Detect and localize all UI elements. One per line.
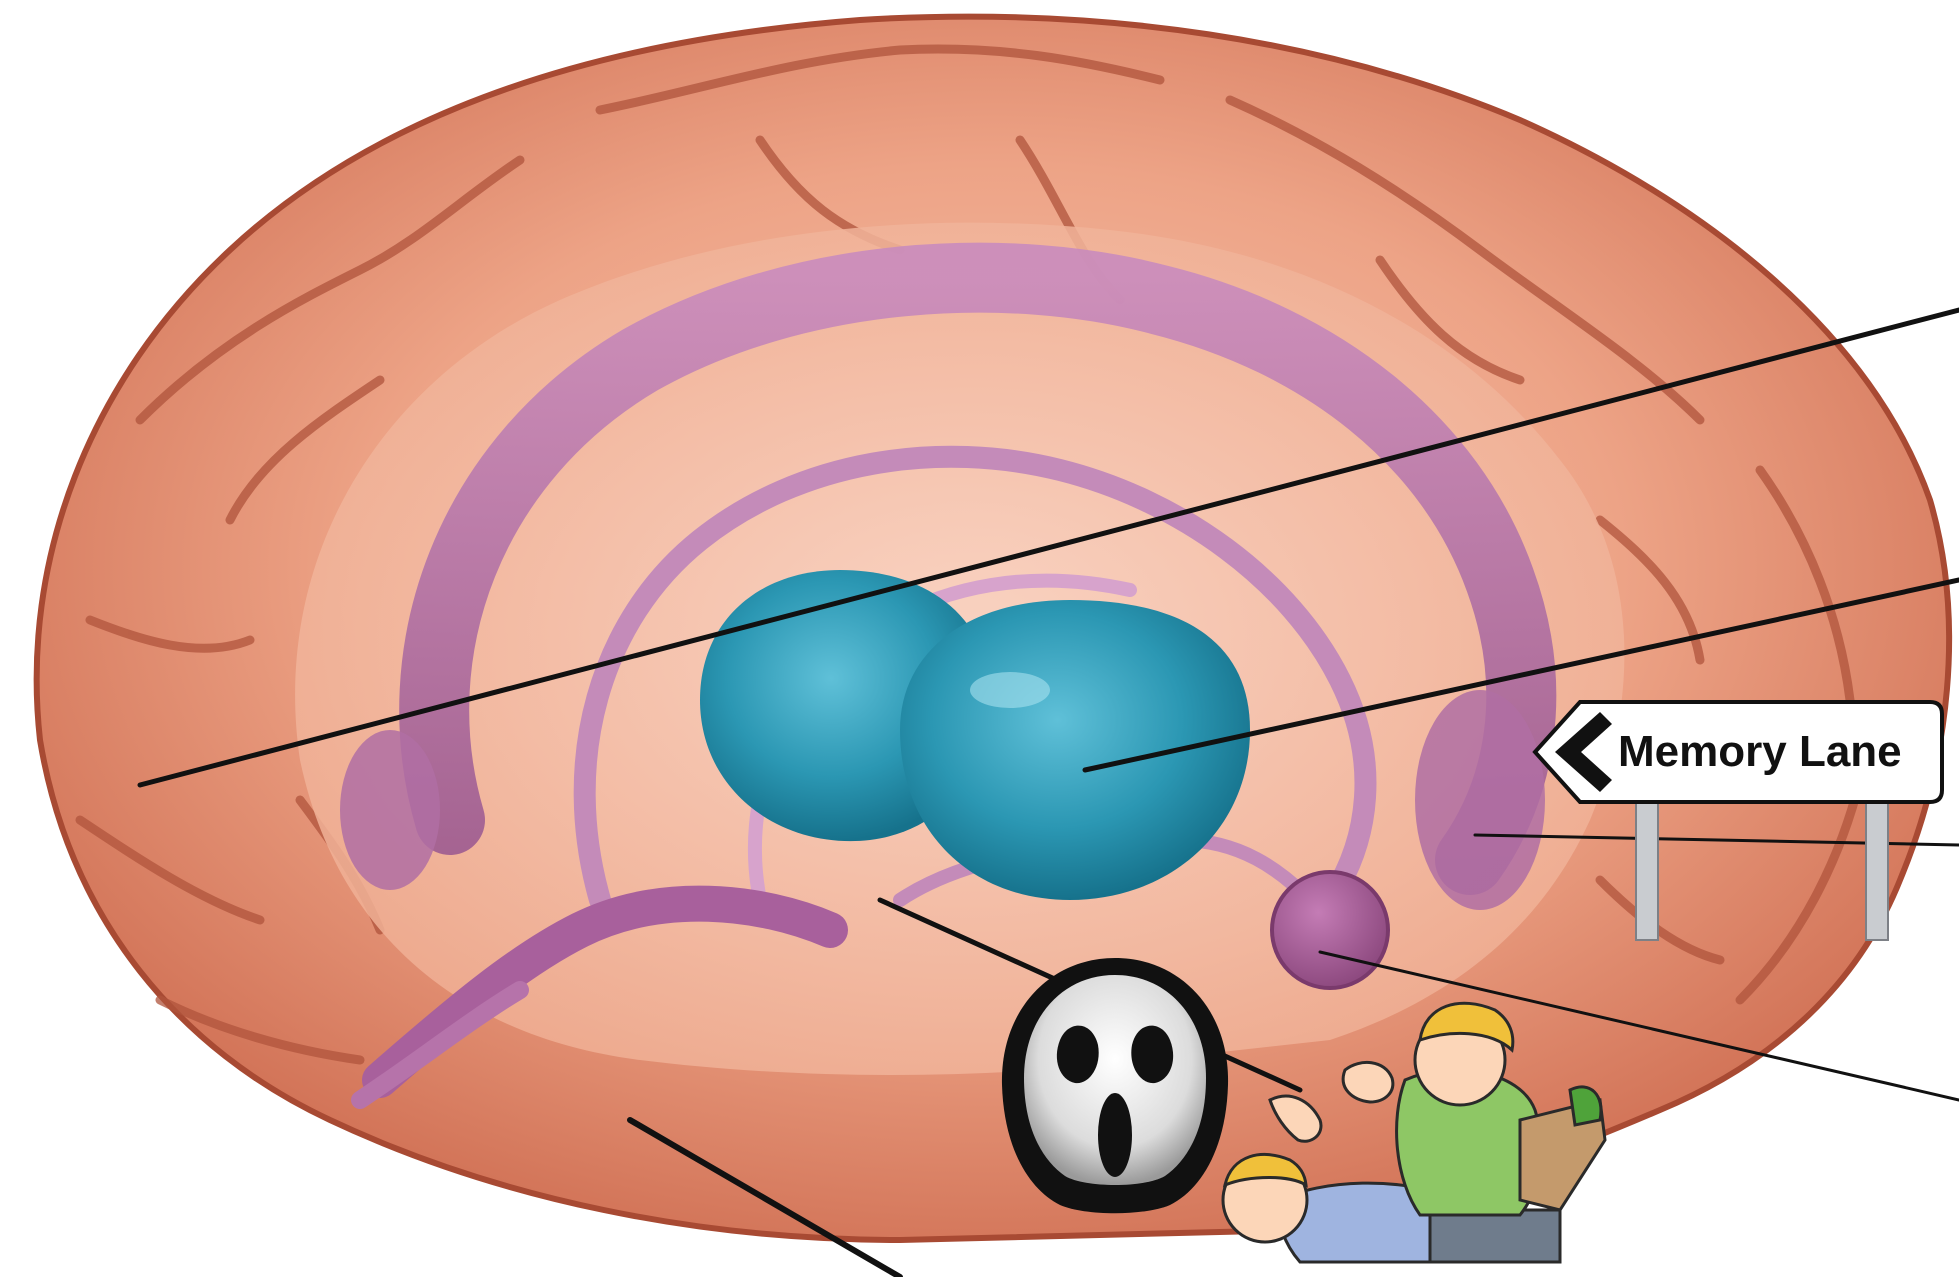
child-bottom-legs [1430, 1210, 1560, 1262]
sign-post-left [1636, 795, 1658, 940]
septal-bulb [340, 730, 440, 890]
mask-mouth [1098, 1093, 1132, 1177]
sign-label: Memory Lane [1618, 727, 1902, 776]
amygdala [1272, 872, 1388, 988]
parahippocampal-bulb [1415, 690, 1545, 910]
child-top-fist [1343, 1062, 1393, 1102]
child-top-shoe [1570, 1087, 1601, 1125]
sign-post-right [1866, 795, 1888, 940]
scream-mask-icon [1002, 958, 1228, 1213]
thalamus-highlight [970, 672, 1050, 708]
